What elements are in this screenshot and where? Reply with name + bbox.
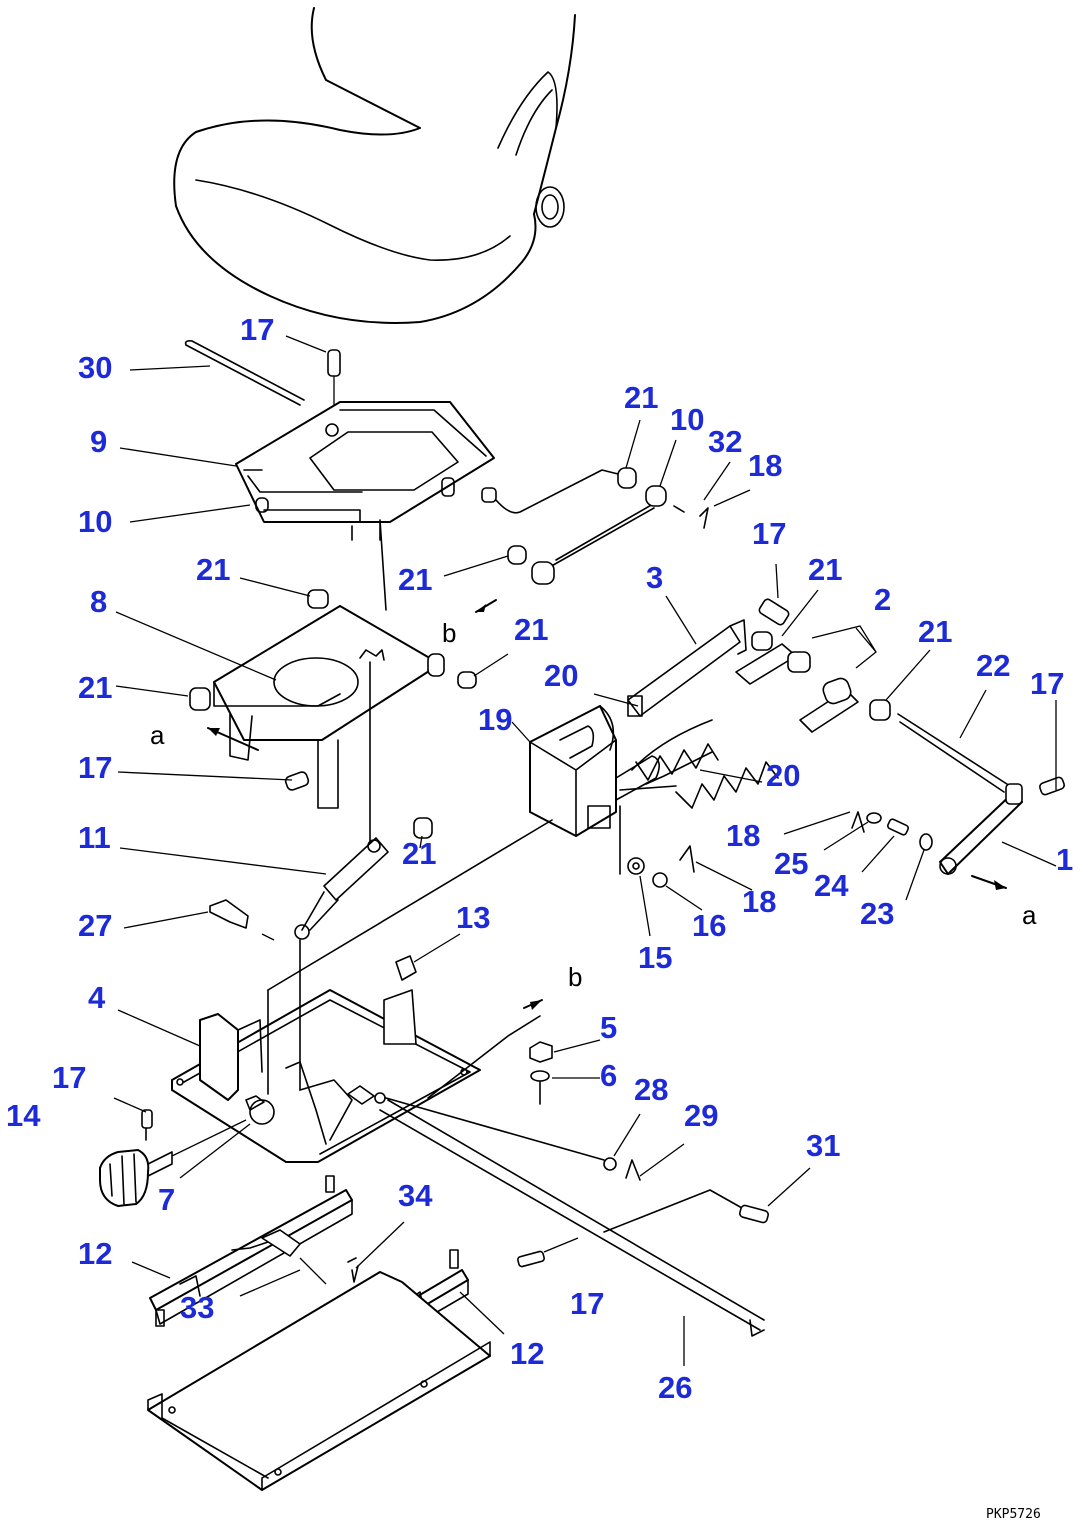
lower-frame-8 — [189, 519, 477, 847]
part-label: 29 — [684, 1098, 718, 1133]
part-label: 2 — [874, 582, 891, 617]
slide-block-19 — [267, 705, 779, 991]
part-label: 27 — [78, 908, 112, 943]
part-label: 32 — [708, 424, 742, 459]
part-label: 18 — [742, 884, 776, 919]
part-label: 10 — [670, 402, 704, 437]
part-label: 7 — [158, 1182, 175, 1217]
nut-washer — [385, 1041, 641, 1181]
part-label: 10 — [78, 504, 112, 539]
view-reference-letters: b a a b — [150, 618, 1037, 992]
part-label: 21 — [402, 836, 436, 871]
part-number-labels: 30 17 9 10 21 10 32 18 21 21 8 21 21 3 1… — [6, 312, 1073, 1405]
part-label: 3 — [646, 560, 663, 595]
part-label: 23 — [860, 896, 894, 931]
part-label: 17 — [52, 1060, 86, 1095]
view-ref-b-upper: b — [442, 618, 456, 648]
bracket-27 — [209, 899, 275, 941]
view-ref-a-left: a — [150, 720, 165, 750]
part-label: 21 — [196, 552, 230, 587]
drawing-code: PKP5726 — [986, 1507, 1041, 1522]
part-label: 1 — [1056, 842, 1073, 877]
leader-lines — [113, 335, 1057, 1366]
part-label: 21 — [808, 552, 842, 587]
part-label: 4 — [88, 980, 106, 1015]
part-label: 24 — [814, 868, 849, 903]
seat-cushion — [173, 7, 576, 324]
part-label: 11 — [78, 820, 111, 855]
knob-14 — [99, 1109, 247, 1207]
part-label: 31 — [806, 1128, 840, 1163]
part-label: 12 — [510, 1336, 544, 1371]
view-ref-b-lower: b — [568, 962, 582, 992]
part-label: 18 — [726, 818, 760, 853]
part-label: 18 — [748, 448, 782, 483]
part-label: 25 — [774, 846, 808, 881]
link-rod-assembly — [475, 467, 709, 613]
part-label: 26 — [658, 1370, 692, 1405]
part-label: 28 — [634, 1072, 668, 1107]
part-label: 12 — [78, 1236, 112, 1271]
part-label: 21 — [78, 670, 112, 705]
part-label: 9 — [90, 424, 107, 459]
part-label: 21 — [624, 380, 658, 415]
floor-plate — [147, 1271, 491, 1491]
damper-11 — [294, 837, 389, 940]
part-label: 17 — [78, 750, 112, 785]
adjust-rod-30 — [184, 340, 305, 406]
part-label: 8 — [90, 584, 107, 619]
part-label: 30 — [78, 350, 112, 385]
part-label: 21 — [398, 562, 432, 597]
part-label: 16 — [692, 908, 726, 943]
slide-rod-26 — [379, 1099, 769, 1337]
part-label: 20 — [544, 658, 578, 693]
part-label: 14 — [6, 1098, 41, 1133]
base-plate-4 — [171, 939, 543, 1163]
part-label: 17 — [1030, 666, 1064, 701]
part-label: 5 — [600, 1010, 617, 1045]
part-label: 19 — [478, 702, 512, 737]
upper-frame-9 — [235, 401, 497, 541]
part-label: 13 — [456, 900, 490, 935]
part-label: 6 — [600, 1058, 617, 1093]
part-label: 17 — [752, 516, 786, 551]
part-label: 15 — [638, 940, 672, 975]
lever-3 — [627, 619, 747, 717]
lever-link-2 — [735, 598, 1066, 890]
part-label: 17 — [570, 1286, 604, 1321]
part-label: 17 — [240, 312, 274, 347]
view-ref-a-right: a — [1022, 900, 1037, 930]
part-label: 34 — [398, 1178, 433, 1213]
part-label: 21 — [514, 612, 548, 647]
part-label: 21 — [918, 614, 952, 649]
part-label: 20 — [766, 758, 800, 793]
part-label: 33 — [180, 1290, 214, 1325]
part-label: 22 — [976, 648, 1010, 683]
